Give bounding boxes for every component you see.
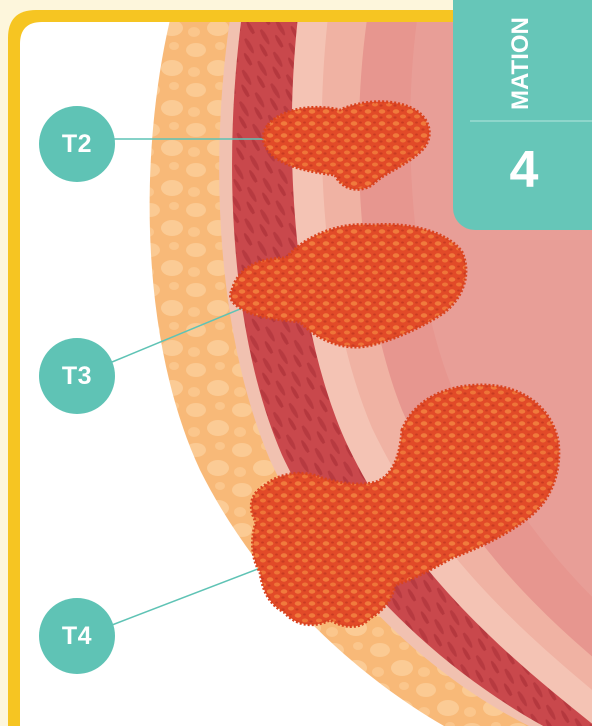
stage-label-t2: T2: [39, 106, 115, 182]
tab-number: 4: [494, 140, 554, 200]
tab-divider: [470, 120, 592, 122]
stage-label-t4: T4: [39, 598, 115, 674]
stage-label-t3: T3: [39, 338, 115, 414]
tab-word-fragment: MATION: [496, 0, 546, 110]
